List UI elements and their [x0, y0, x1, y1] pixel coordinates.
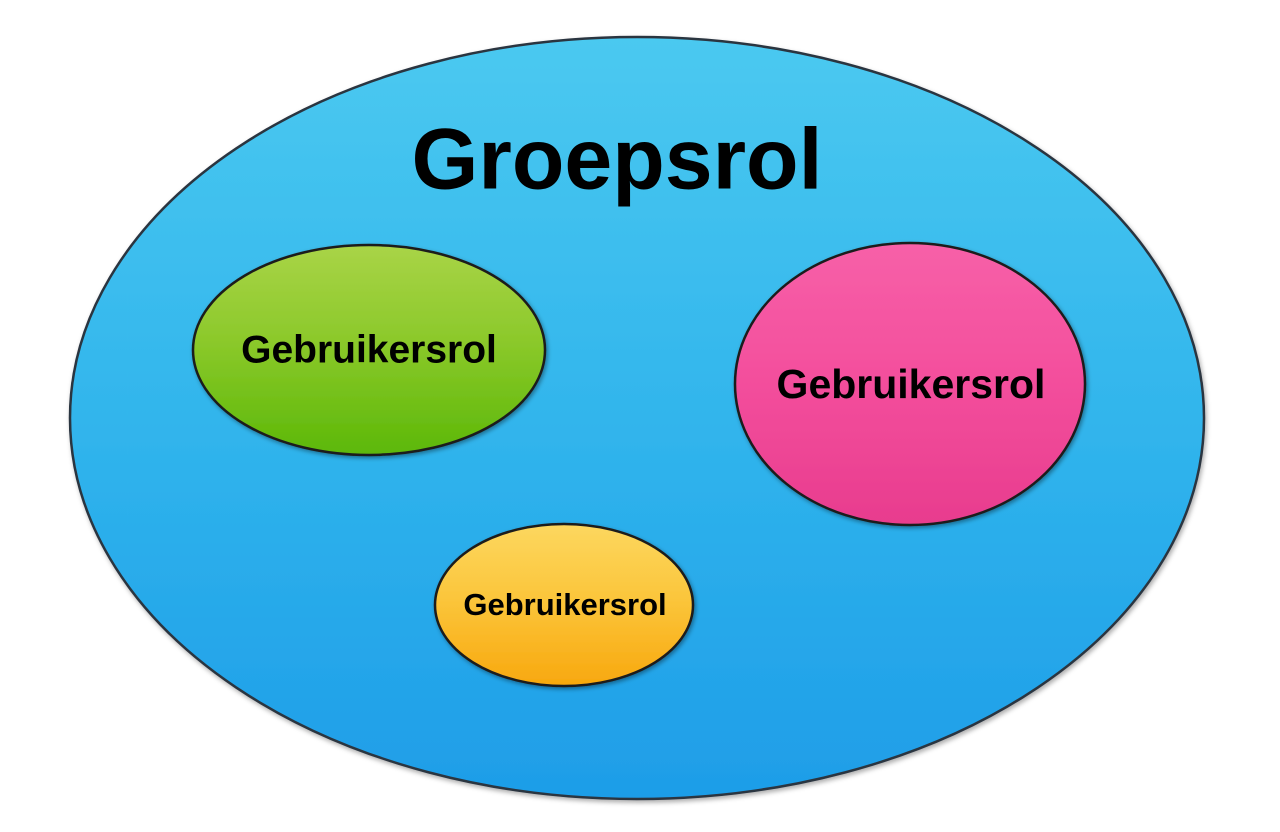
user-role-label-green: Gebruikersrol	[241, 328, 497, 371]
group-role-label: Groepsrol	[412, 112, 823, 208]
group-role-ellipse[interactable]: Groepsrol	[68, 35, 1206, 801]
user-role-ellipse-pink[interactable]: Gebruikersrol	[733, 241, 1087, 527]
user-role-ellipse-green-shape[interactable]	[191, 243, 547, 457]
user-role-ellipse-orange-shape[interactable]	[433, 522, 695, 688]
user-role-label-orange: Gebruikersrol	[463, 587, 666, 622]
user-role-label-pink: Gebruikersrol	[777, 361, 1046, 407]
user-role-ellipse-pink-shape[interactable]	[733, 241, 1087, 527]
user-role-ellipse-orange[interactable]: Gebruikersrol	[433, 522, 695, 688]
user-role-ellipse-green[interactable]: Gebruikersrol	[191, 243, 547, 457]
group-role-ellipse-shape[interactable]	[68, 35, 1206, 801]
